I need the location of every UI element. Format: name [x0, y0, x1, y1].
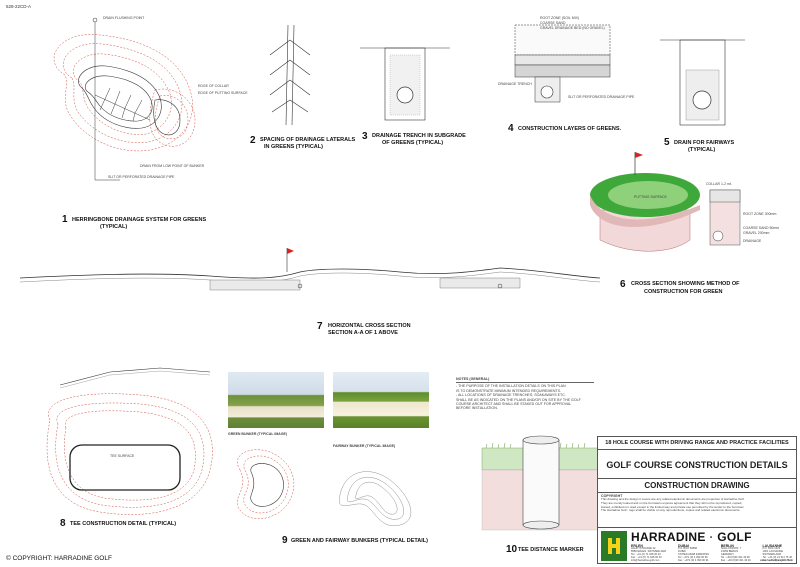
detail-sub-2: IN GREENS (TYPICAL) [264, 144, 323, 150]
drawing-type: CONSTRUCTION DRAWING [598, 479, 796, 493]
detail-title-1: HERRINGBONE DRAINAGE SYSTEM FOR GREENS [72, 217, 207, 223]
note-line: - THE PURPOSE OF THE INSTALLATION DETAIL… [456, 384, 566, 389]
label-putting-surface: PUTTING SURFACE [634, 195, 667, 199]
label-root-zone-300: ROOT ZONE 300mm [743, 212, 777, 216]
label-drainage: DRAINAGE [743, 239, 762, 243]
note-line: COURSE ARCHITECT AND SHALL BE STAKED OUT… [456, 402, 572, 407]
label-root-zone: ROOT ZONE (SOIL MIX) [540, 16, 580, 20]
office-lausanne: LAUSANNE P.O. BOX 1023 1001 LAUSANNE SWI… [762, 544, 793, 562]
detail-title-7: HORIZONTAL CROSS SECTION [328, 323, 411, 329]
label-gravel: GRAVEL DRAINAGE BED (NO GRAVEL) [540, 26, 605, 30]
project-title: 18 HOLE COURSE WITH DRIVING RANGE AND PR… [598, 437, 796, 450]
detail-title-3: DRAINAGE TRENCH IN SUBGRADE [372, 133, 466, 139]
green-bunker-photo [228, 372, 324, 428]
copyright-heading: COPYRIGHT [601, 494, 623, 498]
detail-title-2: SPACING OF DRAINAGE LATERALS [260, 137, 356, 143]
label-collar: COLLAR 1-2 mt. [706, 182, 732, 186]
general-notes: NOTES (GENERAL) - THE PURPOSE OF THE INS… [456, 377, 594, 411]
detail-sub-7: SECTION A-A OF 1 ABOVE [328, 330, 398, 336]
detail-sub-6: CONSTRUCTION FOR GREEN [644, 289, 723, 295]
label-coarse-sand-50: COARSE SAND 50mm [743, 226, 780, 230]
copyright-line: This drawing and the design it covers ar… [601, 497, 745, 502]
label-edge-of-collar: EDGE OF COLLAR [198, 84, 229, 88]
detail-number-6: 6 [620, 279, 626, 290]
copyright-footer: © COPYRIGHT: HARRADINE GOLF [6, 555, 112, 562]
label-slit-drain: SLIT OR PERFORATED DRAINAGE PIPE [108, 175, 175, 179]
title-block: 18 HOLE COURSE WITH DRIVING RANGE AND PR… [597, 436, 797, 564]
label-edge-of-putting: EDGE OF PUTTING SURFACE [198, 91, 248, 95]
label-perforated-pipe: SLIT OR PERFORATED DRAINAGE PIPE [568, 95, 635, 99]
detail-title-4: CONSTRUCTION LAYERS OF GREENS. [518, 126, 622, 132]
detail-number-1: 1 [62, 214, 68, 225]
logo-text-golf: GOLF [717, 530, 752, 544]
website[interactable]: www.harradine-golf.com [759, 558, 792, 562]
label-drain-low-point: DRAIN FROM LOW POINT OF BUNKER [140, 164, 205, 168]
detail-sub-1: (TYPICAL) [100, 224, 128, 230]
detail-number-9: 9 [282, 535, 288, 546]
office-erlen: ERLEN HAUPTSTRASSE 22 8586 ERLEN, SWITZE… [631, 544, 667, 562]
label-tee-surface: TEE SURFACE [110, 454, 135, 458]
copyright-line: loaned, exhibited nor used except in the… [601, 504, 745, 509]
fairway-bunker-photo [333, 372, 429, 428]
detail-title-5: DRAIN FOR FAIRWAYS [674, 140, 735, 146]
note-line: BEFORE INSTALLATION. [456, 406, 498, 411]
detail-sub-3: OF GREENS (TYPICAL) [382, 140, 444, 146]
copyright-line: The Harradine Golf - logo shall be visib… [601, 508, 741, 513]
detail-title-10: TEE DISTANCE MARKER [518, 547, 584, 553]
detail-number-3: 3 [362, 131, 368, 142]
detail-number-10: 10 [506, 544, 518, 555]
label-drainage-trench: DRAINAGE TRENCH [498, 82, 532, 86]
detail-number-4: 4 [508, 123, 514, 134]
detail-number-2: 2 [250, 135, 256, 146]
detail-title-8: TEE CONSTRUCTION DETAIL (TYPICAL) [70, 521, 177, 527]
note-line: - ALL LOCATIONS OF DRAINAGE TRENCHES, SO… [456, 393, 566, 398]
note-line: SHALL BE AS INDICATED ON THE PLANS AND/O… [456, 397, 581, 402]
label-gravel-200: GRAVEL 200mm [743, 231, 770, 235]
caption-fairway-bunker: FAIRWAY BUNKER (TYPICAL IMAGE) [333, 444, 396, 448]
detail-number-7: 7 [317, 321, 323, 332]
detail-title-9: GREEN AND FAIRWAY BUNKERS (TYPICAL DETAI… [291, 538, 429, 544]
office-dubai: DUBAI P.O. BOX 50808 DUBAI UNITED ARAB E… [677, 544, 710, 562]
detail-sub-5: (TYPICAL) [688, 147, 716, 153]
drawing-title: GOLF COURSE CONSTRUCTION DETAILS [598, 450, 796, 479]
detail-number-5: 5 [664, 137, 670, 148]
detail-number-8: 8 [60, 518, 66, 529]
logo-text: HARRADINE [631, 530, 706, 544]
drawing-reference: 628-22CD-A [6, 4, 32, 9]
copyright-line: They are merely loaned and on the borrow… [601, 501, 743, 505]
office-berlin: BERLIN SCHLOSSSTR. 7 14059 BERLIN GERMAN… [720, 544, 751, 562]
note-line: IS TO DEMONSTRATE MINIMUM INTENDED REQUI… [456, 388, 562, 393]
logo-mark [601, 531, 627, 561]
caption-green-bunker: GREEN BUNKER (TYPICAL IMAGE) [228, 432, 288, 436]
notes-heading: NOTES (GENERAL) [456, 377, 490, 381]
label-coarse-sand: COARSE SAND [540, 21, 566, 25]
detail-title-6: CROSS SECTION SHOWING METHOD OF [631, 281, 740, 287]
label-drain-flushing-point: DRAIN FLUSHING POINT [103, 16, 145, 20]
